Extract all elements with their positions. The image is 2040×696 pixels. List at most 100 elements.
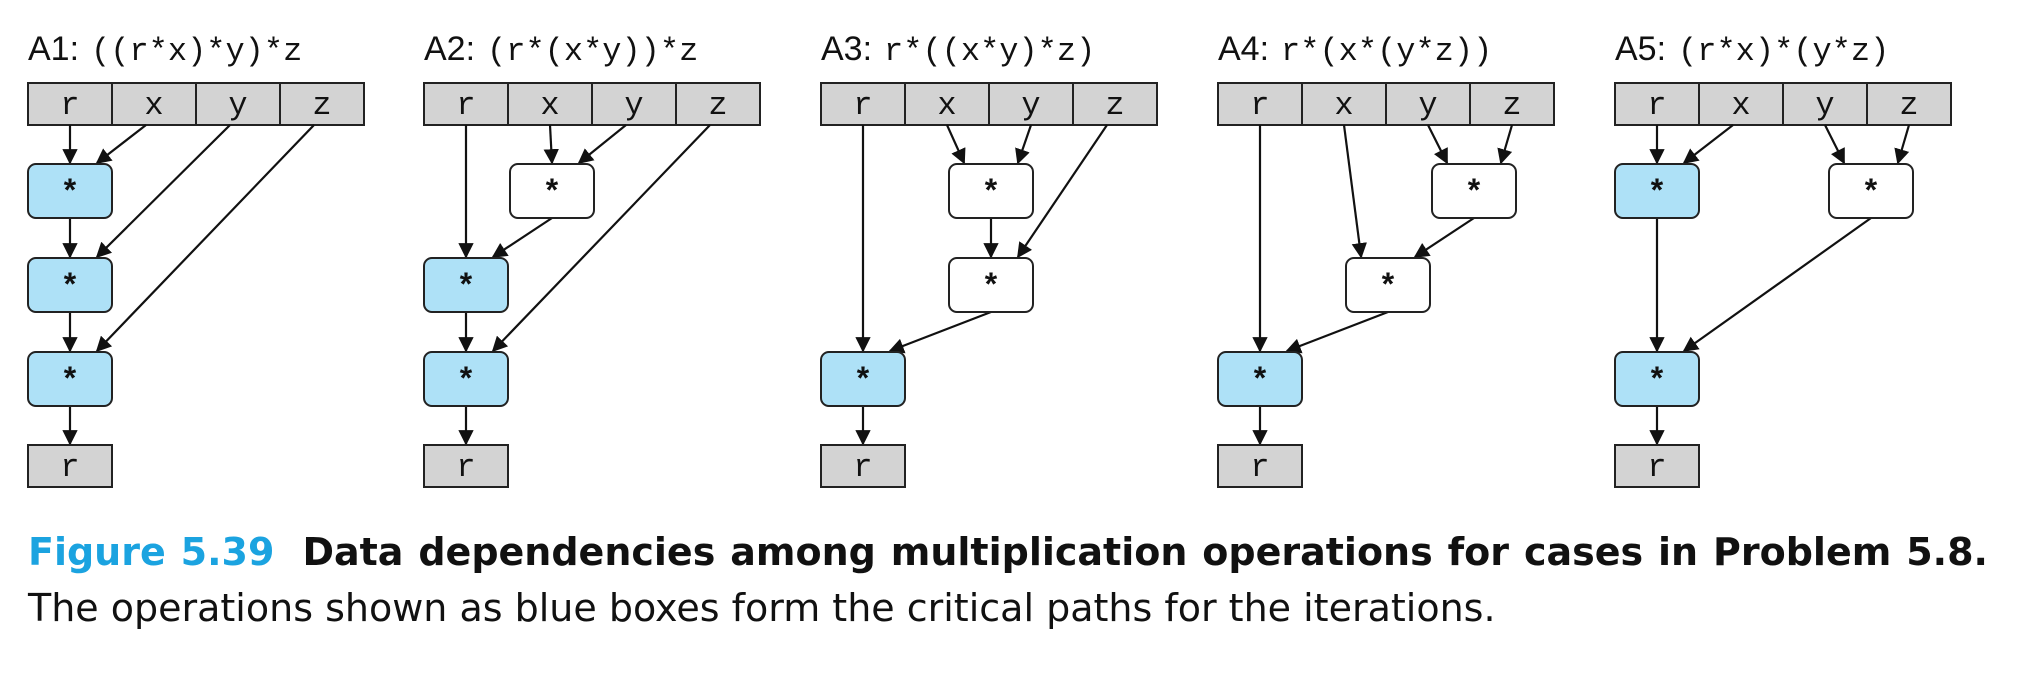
multiply-symbol: * bbox=[542, 175, 561, 212]
dependency-arrow bbox=[1413, 217, 1475, 258]
case-expression: ((r*x)*y)*z bbox=[91, 33, 302, 70]
dependency-arrow bbox=[543, 124, 559, 165]
multiply-symbol: * bbox=[456, 269, 475, 306]
multiply-symbol: * bbox=[853, 363, 872, 400]
dependency-arrow bbox=[888, 310, 992, 354]
dependency-arrow bbox=[491, 217, 553, 258]
dependency-arrow bbox=[95, 124, 147, 164]
dependency-arrow bbox=[1342, 124, 1367, 259]
critical-multiply-box bbox=[423, 351, 509, 407]
register-cell-x bbox=[507, 82, 593, 126]
multiply-symbol: * bbox=[1861, 175, 1880, 212]
register-label: r bbox=[1250, 87, 1269, 124]
caption-text: The operations shown as blue boxes form … bbox=[28, 586, 1496, 630]
dependency-arrow bbox=[1497, 124, 1514, 165]
result-register bbox=[423, 444, 509, 488]
case-label: A1: bbox=[28, 30, 79, 68]
case-label: A2: bbox=[424, 30, 475, 68]
result-register bbox=[820, 444, 906, 488]
dependency-arrow bbox=[1824, 124, 1846, 165]
register-label: y bbox=[1418, 87, 1437, 124]
multiply-symbol: * bbox=[1647, 363, 1666, 400]
case-label: A4: bbox=[1218, 30, 1269, 68]
multiply-box bbox=[948, 163, 1034, 219]
dependency-arrow bbox=[1682, 217, 1872, 352]
dependency-arrow bbox=[1015, 124, 1033, 165]
register-cell-z bbox=[1866, 82, 1952, 126]
result-register bbox=[27, 444, 113, 488]
register-label: x bbox=[144, 87, 163, 124]
register-label: x bbox=[540, 87, 559, 124]
critical-multiply-box bbox=[820, 351, 906, 407]
dependency-arrow bbox=[1016, 124, 1108, 259]
dependency-arrow bbox=[945, 124, 966, 165]
case-label: A5: bbox=[1615, 30, 1666, 68]
case-expression: (r*(x*y))*z bbox=[487, 33, 698, 70]
multiply-symbol: * bbox=[60, 175, 79, 212]
case-label: A3: bbox=[821, 30, 872, 68]
case-title: A4: r*(x*(y*z)) bbox=[1218, 30, 1492, 70]
multiply-box bbox=[948, 257, 1034, 313]
dependency-arrow bbox=[95, 124, 315, 353]
case-expression: (r*x)*(y*z) bbox=[1678, 33, 1889, 70]
register-label: z bbox=[1105, 87, 1124, 124]
result-register bbox=[1614, 444, 1700, 488]
multiply-box bbox=[1828, 163, 1914, 219]
dependency-arrow bbox=[1894, 124, 1911, 165]
register-label: y bbox=[1815, 87, 1834, 124]
multiply-box bbox=[1345, 257, 1431, 313]
multiply-symbol: * bbox=[456, 363, 475, 400]
register-cell-y bbox=[988, 82, 1074, 126]
dependency-arrow bbox=[491, 124, 711, 353]
figure-caption: Figure 5.39 Data dependencies among multi… bbox=[28, 524, 1988, 636]
multiply-symbol: * bbox=[1378, 269, 1397, 306]
register-label: y bbox=[1021, 87, 1040, 124]
case-title: A5: (r*x)*(y*z) bbox=[1615, 30, 1889, 70]
dependency-arrow bbox=[95, 124, 231, 259]
critical-multiply-box bbox=[1614, 351, 1700, 407]
case-title: A1: ((r*x)*y)*z bbox=[28, 30, 302, 70]
dependency-arrow bbox=[1682, 124, 1734, 164]
multiply-symbol: * bbox=[1647, 175, 1666, 212]
register-label: x bbox=[1731, 87, 1750, 124]
case-title: A2: (r*(x*y))*z bbox=[424, 30, 698, 70]
register-label: z bbox=[312, 87, 331, 124]
register-cell-z bbox=[279, 82, 365, 126]
multiply-symbol: * bbox=[981, 175, 1000, 212]
register-label: r bbox=[1647, 87, 1666, 124]
critical-multiply-box bbox=[423, 257, 509, 313]
result-label: r bbox=[456, 449, 475, 486]
register-cell-z bbox=[675, 82, 761, 126]
case-a2: A2: (r*(x*y))*z r x y z * * * r bbox=[423, 30, 761, 488]
critical-multiply-box bbox=[27, 163, 113, 219]
critical-multiply-box bbox=[1614, 163, 1700, 219]
register-label: z bbox=[1899, 87, 1918, 124]
multiply-symbol: * bbox=[60, 363, 79, 400]
register-label: y bbox=[228, 87, 247, 124]
caption-figure-number: Figure 5.39 bbox=[28, 530, 275, 574]
caption-bold-text: Data dependencies among multiplication o… bbox=[302, 530, 1988, 574]
register-cell-y bbox=[195, 82, 281, 126]
register-cell-x bbox=[111, 82, 197, 126]
case-a1: A1: ((r*x)*y)*z r x y z * * * r bbox=[27, 30, 365, 488]
multiply-box bbox=[1431, 163, 1517, 219]
register-label: z bbox=[1502, 87, 1521, 124]
dependency-diagram: A1: ((r*x)*y)*z r x y z * * * r A2: (r*(x*y))*z r x y z… bbox=[27, 30, 1952, 488]
register-label: z bbox=[708, 87, 727, 124]
case-expression: r*(x*(y*z)) bbox=[1281, 33, 1492, 70]
result-label: r bbox=[60, 449, 79, 486]
multiply-symbol: * bbox=[1464, 175, 1483, 212]
register-label: r bbox=[60, 87, 79, 124]
case-title: A3: r*((x*y)*z) bbox=[821, 30, 1095, 70]
critical-multiply-box bbox=[27, 351, 113, 407]
critical-multiply-box bbox=[27, 257, 113, 313]
multiply-symbol: * bbox=[60, 269, 79, 306]
register-label: r bbox=[456, 87, 475, 124]
result-register bbox=[1217, 444, 1303, 488]
register-label: y bbox=[624, 87, 643, 124]
case-expression: r*((x*y)*z) bbox=[884, 33, 1095, 70]
register-label: r bbox=[853, 87, 872, 124]
multiply-symbol: * bbox=[981, 269, 1000, 306]
dependency-arrow bbox=[1427, 124, 1449, 165]
